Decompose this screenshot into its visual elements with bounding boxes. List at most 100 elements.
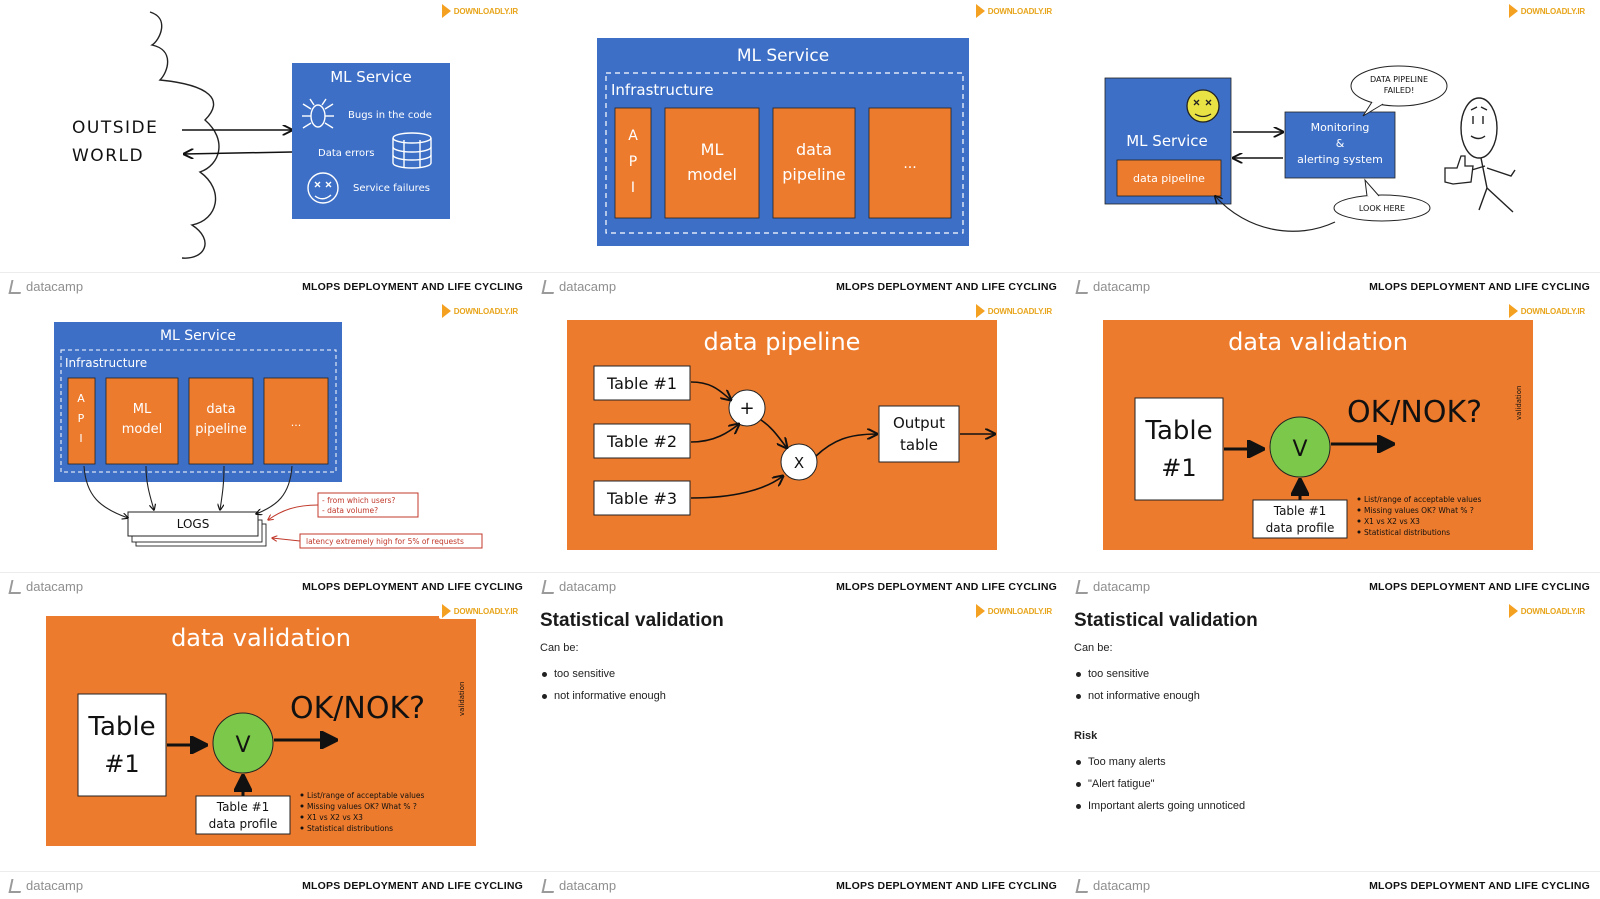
watermark-text: DOWNLOADLY.IR bbox=[987, 6, 1052, 16]
panel-title: data pipeline bbox=[704, 328, 861, 356]
arrow-note-latency bbox=[272, 538, 301, 541]
slide-footer: datacamp MLOPS DEPLOYMENT AND LIFE CYCLI… bbox=[533, 272, 1067, 300]
brand-text: datacamp bbox=[26, 878, 84, 893]
datacamp-icon bbox=[541, 579, 557, 594]
brand-logo: datacamp bbox=[541, 579, 617, 594]
outside-label-1: OUTSIDE bbox=[72, 118, 158, 138]
brand-text: datacamp bbox=[1093, 579, 1151, 594]
table-line2: #1 bbox=[1161, 454, 1196, 482]
list-item: Important alerts going unnoticed bbox=[1074, 800, 1580, 812]
list-item-text: "Alert fatigue" bbox=[1088, 778, 1155, 790]
note-3: X1 vs X2 vs X3 bbox=[307, 813, 363, 822]
bullet-list: too sensitive not informative enough bbox=[1074, 668, 1580, 702]
arrow-model-logs bbox=[145, 465, 154, 510]
monitor-line2: & bbox=[1336, 137, 1345, 150]
api-box bbox=[67, 377, 96, 465]
validator-circle bbox=[1269, 416, 1331, 478]
arrow-api-logs bbox=[83, 465, 128, 518]
play-icon bbox=[975, 604, 985, 618]
profile-line2: data profile bbox=[1266, 521, 1335, 535]
brand-logo: datacamp bbox=[8, 579, 84, 594]
brand-text: datacamp bbox=[26, 279, 84, 294]
datacamp-icon bbox=[541, 878, 557, 893]
slide-4-logs[interactable]: ML Service Infrastructure A P I ML model… bbox=[0, 300, 533, 600]
course-title: MLOPS DEPLOYMENT AND LIFE CYCLING bbox=[1369, 879, 1590, 892]
slide-6-data-validation[interactable]: data validation Table #1 V OK/NOK? Table… bbox=[1067, 300, 1600, 600]
list-item: Too many alerts bbox=[1074, 756, 1580, 768]
bullet-dot bbox=[1076, 803, 1081, 809]
infrastructure-frame bbox=[605, 72, 964, 234]
plus-operator bbox=[728, 389, 766, 427]
service-title: ML Service bbox=[1126, 132, 1208, 150]
course-title: MLOPS DEPLOYMENT AND LIFE CYCLING bbox=[302, 879, 523, 892]
note-3: X1 vs X2 vs X3 bbox=[1364, 517, 1420, 526]
profile-line1: Table #1 bbox=[1273, 504, 1327, 518]
watermark-badge: DOWNLOADLY.IR bbox=[1505, 3, 1588, 19]
panel-title: data validation bbox=[1228, 328, 1408, 356]
play-icon bbox=[441, 304, 451, 318]
more-box bbox=[263, 377, 329, 465]
watermark-text: DOWNLOADLY.IR bbox=[453, 606, 518, 616]
slide-5-data-pipeline[interactable]: data pipeline Table #1 Table #2 Table #3… bbox=[533, 300, 1067, 600]
brand-text: datacamp bbox=[559, 579, 617, 594]
service-title: ML Service bbox=[160, 328, 236, 344]
note-1: List/range of acceptable values bbox=[307, 791, 425, 800]
slide-3-monitoring[interactable]: ML Service data pipeline Monitoring & al… bbox=[1067, 0, 1600, 300]
slide-1-outside-world[interactable]: OUTSIDE WORLD ML Service Bugs in the cod… bbox=[0, 0, 533, 300]
risk-list: Too many alerts "Alert fatigue" Importan… bbox=[1074, 756, 1580, 812]
risk-heading: Risk bbox=[1074, 730, 1098, 742]
slide-7-data-validation[interactable]: data validation Table #1 V OK/NOK? Table… bbox=[0, 600, 533, 899]
table-line1: Table bbox=[1144, 416, 1212, 446]
course-title: MLOPS DEPLOYMENT AND LIFE CYCLING bbox=[1369, 280, 1590, 293]
slide-8-statistical-validation[interactable]: Statistical validation Can be: too sensi… bbox=[533, 600, 1067, 899]
arrow-more-logs bbox=[256, 465, 293, 514]
bullet-dot bbox=[1076, 781, 1081, 787]
dizzy-face-icon bbox=[1186, 89, 1220, 123]
datacamp-icon bbox=[541, 279, 557, 294]
brand-logo: datacamp bbox=[8, 878, 84, 893]
course-title: MLOPS DEPLOYMENT AND LIFE CYCLING bbox=[1369, 580, 1590, 593]
profile-line1: Table #1 bbox=[216, 800, 270, 814]
note-users-line2: - data volume? bbox=[322, 506, 378, 515]
output-line2: table bbox=[900, 436, 938, 454]
validator-circle bbox=[212, 712, 274, 774]
brand-logo: datacamp bbox=[1075, 279, 1150, 294]
slide-footer: datacamp MLOPS DEPLOYMENT AND LIFE CYCLI… bbox=[1067, 572, 1600, 600]
watermark-badge: DOWNLOADLY.IR bbox=[972, 3, 1055, 19]
bubble-tail-2 bbox=[1364, 178, 1380, 197]
api-letter-i: I bbox=[631, 180, 635, 196]
outside-label-2: WORLD bbox=[72, 146, 144, 166]
bubble-failed-line1: DATA PIPELINE bbox=[1370, 75, 1428, 84]
arrow-t3-times bbox=[690, 476, 783, 499]
infra-label: Infrastructure bbox=[611, 81, 714, 99]
text-content: Statistical validation Can be: too sensi… bbox=[540, 610, 1047, 712]
result-label: OK/NOK? bbox=[290, 691, 425, 726]
arrow-times-output bbox=[815, 434, 877, 457]
dizzy-face-icon bbox=[307, 172, 339, 204]
list-item: too sensitive bbox=[540, 668, 1047, 680]
course-title: MLOPS DEPLOYMENT AND LIFE CYCLING bbox=[302, 280, 523, 293]
output-line1: Output bbox=[893, 414, 945, 432]
speech-bubble-look bbox=[1333, 194, 1431, 222]
course-title: MLOPS DEPLOYMENT AND LIFE CYCLING bbox=[302, 580, 523, 593]
play-icon bbox=[1508, 604, 1518, 618]
watermark-text: DOWNLOADLY.IR bbox=[453, 6, 518, 16]
brand-logo: datacamp bbox=[8, 279, 84, 294]
watermark-badge: DOWNLOADLY.IR bbox=[972, 603, 1055, 619]
brand-text: datacamp bbox=[26, 579, 84, 594]
slide-9-statistical-validation-risk[interactable]: Statistical validation Can be: too sensi… bbox=[1067, 600, 1600, 899]
arrow-t1-plus bbox=[690, 381, 731, 400]
table-line2: #1 bbox=[104, 750, 139, 778]
brand-logo: datacamp bbox=[541, 279, 616, 294]
pipeline-line2: pipeline bbox=[195, 422, 247, 437]
datacamp-icon bbox=[8, 878, 24, 893]
brand-logo: datacamp bbox=[541, 878, 616, 893]
table-2-box bbox=[593, 423, 691, 459]
text-content: Statistical validation Can be: too sensi… bbox=[1074, 610, 1580, 822]
table-3-label: Table #3 bbox=[606, 489, 677, 508]
slide-2-ml-service[interactable]: ML Service Infrastructure A P I ML model… bbox=[533, 0, 1067, 300]
list-item-text: too sensitive bbox=[1088, 668, 1150, 680]
note-1: List/range of acceptable values bbox=[1364, 495, 1482, 504]
database-icon bbox=[392, 132, 432, 169]
pipeline-line1: data bbox=[796, 140, 832, 159]
